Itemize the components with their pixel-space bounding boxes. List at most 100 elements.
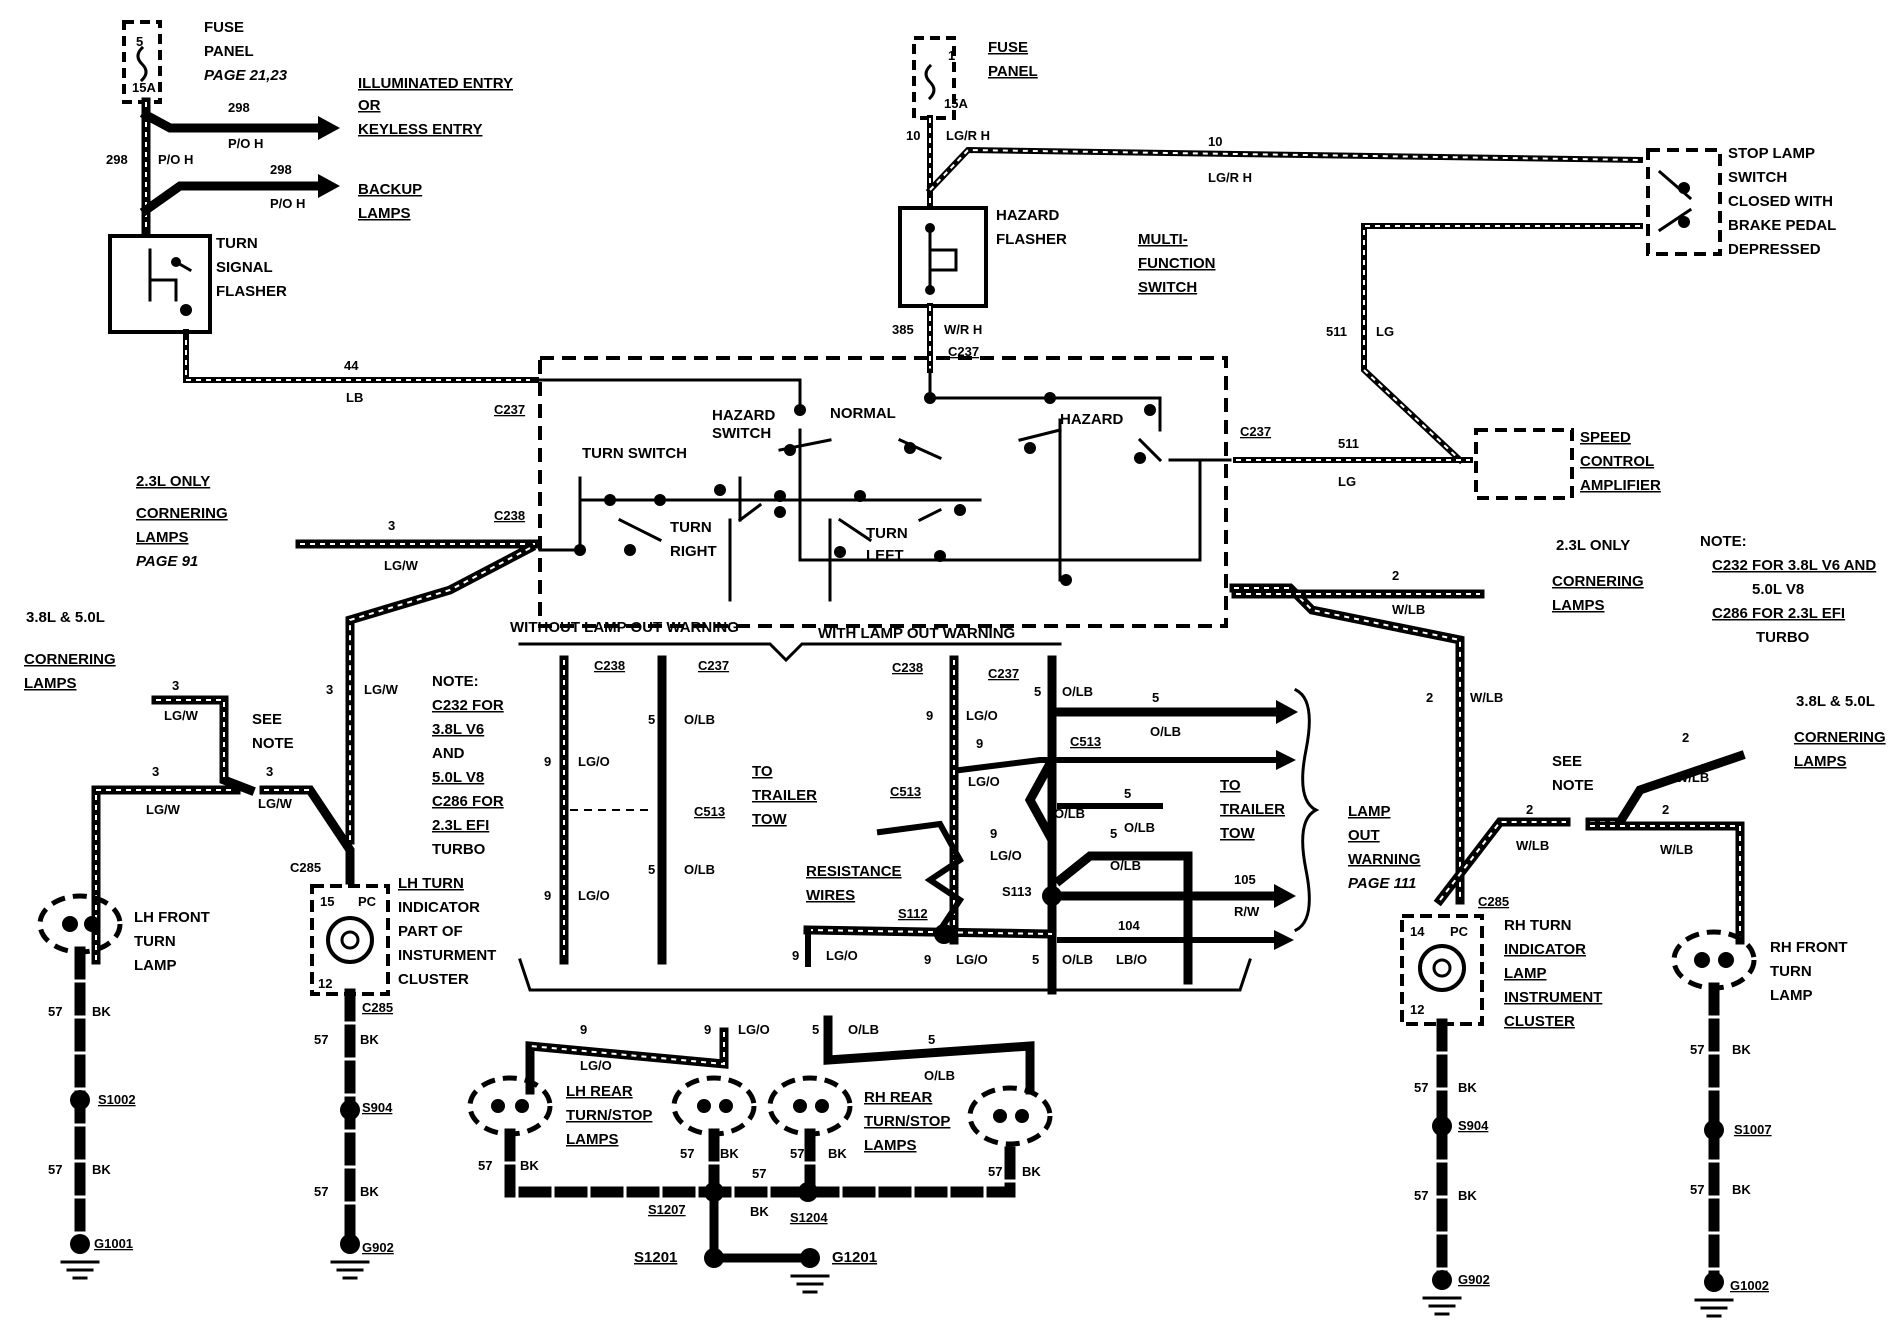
svg-text:5: 5 xyxy=(1124,786,1131,801)
svg-text:TURBO: TURBO xyxy=(1756,629,1810,646)
svg-text:HAZARD: HAZARD xyxy=(1060,411,1123,428)
svg-text:DEPRESSED: DEPRESSED xyxy=(1728,241,1821,258)
svg-text:SIGNAL: SIGNAL xyxy=(216,259,273,276)
svg-text:3: 3 xyxy=(266,764,273,779)
svg-text:LB/O: LB/O xyxy=(1116,952,1147,967)
svg-text:S113: S113 xyxy=(1002,884,1032,899)
svg-text:LG/O: LG/O xyxy=(968,774,1000,789)
svg-text:9: 9 xyxy=(976,736,983,751)
svg-text:C286 FOR: C286 FOR xyxy=(432,793,504,810)
svg-text:2: 2 xyxy=(1662,802,1669,817)
svg-text:C232 FOR: C232 FOR xyxy=(432,697,504,714)
svg-text:NORMAL: NORMAL xyxy=(830,405,896,422)
svg-text:298: 298 xyxy=(270,162,292,177)
svg-text:57: 57 xyxy=(48,1162,62,1177)
svg-text:BK: BK xyxy=(1022,1164,1041,1179)
svg-text:S1002: S1002 xyxy=(98,1092,136,1107)
svg-text:LG/W: LG/W xyxy=(384,558,419,573)
svg-text:G1201: G1201 xyxy=(832,1249,877,1266)
svg-text:LAMP: LAMP xyxy=(1348,803,1391,820)
svg-text:TURN SWITCH: TURN SWITCH xyxy=(582,445,687,462)
svg-text:LG/W: LG/W xyxy=(164,708,199,723)
svg-text:O/LB: O/LB xyxy=(1062,952,1093,967)
svg-text:O/LB: O/LB xyxy=(1124,820,1155,835)
svg-text:FLASHER: FLASHER xyxy=(996,231,1067,248)
svg-text:LG/W: LG/W xyxy=(364,682,399,697)
svg-text:TURBO: TURBO xyxy=(432,841,486,858)
svg-text:3.8L V6: 3.8L V6 xyxy=(432,721,484,738)
lamp-out-warning-label: LAMP OUT WARNING PAGE 111 xyxy=(1348,803,1421,892)
svg-text:LAMPS: LAMPS xyxy=(566,1131,619,1148)
svg-text:NOTE:: NOTE: xyxy=(1700,533,1747,550)
svg-text:511: 511 xyxy=(1326,324,1347,339)
svg-text:10: 10 xyxy=(906,128,920,143)
svg-text:R/W: R/W xyxy=(1234,904,1260,919)
svg-text:5: 5 xyxy=(648,862,655,877)
svg-text:9: 9 xyxy=(544,754,551,769)
svg-text:LAMP: LAMP xyxy=(134,957,177,974)
svg-text:CORNERING: CORNERING xyxy=(1794,729,1886,746)
svg-text:SEE: SEE xyxy=(1552,753,1582,770)
svg-text:P/O H: P/O H xyxy=(228,136,263,151)
svg-text:LG/O: LG/O xyxy=(578,888,610,903)
hazard-flasher: HAZARD FLASHER xyxy=(898,206,1067,308)
fuse-panel-rh: 1 15A FUSE PANEL xyxy=(912,36,1038,120)
svg-text:5: 5 xyxy=(1032,952,1039,967)
svg-text:FUSE: FUSE xyxy=(988,39,1028,56)
svg-text:O/LB: O/LB xyxy=(848,1022,879,1037)
svg-text:105: 105 xyxy=(1234,872,1256,887)
svg-text:ILLUMINATED ENTRY: ILLUMINATED ENTRY xyxy=(358,75,513,92)
svg-text:INDICATOR: INDICATOR xyxy=(398,899,480,916)
turn-signal-flasher: TURN SIGNAL FLASHER xyxy=(108,234,287,334)
svg-text:SPEED: SPEED xyxy=(1580,429,1631,446)
svg-text:LAMPS: LAMPS xyxy=(864,1137,917,1154)
svg-text:9: 9 xyxy=(580,1022,587,1037)
svg-text:W/R H: W/R H xyxy=(944,322,982,337)
svg-text:BK: BK xyxy=(1732,1042,1751,1057)
svg-text:O/LB: O/LB xyxy=(1150,724,1181,739)
svg-text:3.8L & 5.0L: 3.8L & 5.0L xyxy=(1796,693,1875,710)
svg-text:INSTURMENT: INSTURMENT xyxy=(398,947,496,964)
svg-text:CLOSED WITH: CLOSED WITH xyxy=(1728,193,1833,210)
svg-text:TRAILER: TRAILER xyxy=(752,787,817,804)
svg-text:C238: C238 xyxy=(892,660,923,675)
svg-text:5: 5 xyxy=(648,712,655,727)
svg-text:9: 9 xyxy=(924,952,931,967)
svg-text:298: 298 xyxy=(106,152,128,167)
svg-text:57: 57 xyxy=(478,1158,492,1173)
svg-text:LG/O: LG/O xyxy=(580,1058,612,1073)
svg-text:BRAKE PEDAL: BRAKE PEDAL xyxy=(1728,217,1836,234)
svg-text:RH FRONT: RH FRONT xyxy=(1770,939,1848,956)
svg-text:LAMPS: LAMPS xyxy=(24,675,77,692)
svg-text:2: 2 xyxy=(1392,568,1399,583)
svg-text:LG: LG xyxy=(1376,324,1394,339)
svg-text:57: 57 xyxy=(1414,1188,1428,1203)
svg-text:W/LB: W/LB xyxy=(1660,842,1693,857)
svg-text:G1001: G1001 xyxy=(94,1236,133,1251)
trailer-tow-label-2: TO TRAILER TOW xyxy=(1220,777,1285,842)
cornering-note-lh-38: 3.8L & 5.0L CORNERING LAMPS xyxy=(24,609,116,692)
rh-front-turn-lamp: RH FRONT TURN LAMP xyxy=(1671,929,1848,1004)
trailer-tow-label-1: TO TRAILER TOW xyxy=(752,763,817,828)
svg-text:C237: C237 xyxy=(988,666,1019,681)
speed-control-amplifier: SPEED CONTROL AMPLIFIER xyxy=(1474,428,1661,500)
svg-text:AND: AND xyxy=(432,745,465,762)
svg-text:TURN: TURN xyxy=(134,933,176,950)
svg-text:57: 57 xyxy=(752,1166,766,1181)
svg-text:C513: C513 xyxy=(890,784,921,799)
svg-text:LH TURN: LH TURN xyxy=(398,875,464,892)
svg-text:LAMPS: LAMPS xyxy=(358,205,411,222)
svg-text:W/LB: W/LB xyxy=(1516,838,1549,853)
svg-text:BK: BK xyxy=(360,1032,379,1047)
svg-text:W/LB: W/LB xyxy=(1392,602,1425,617)
svg-text:3: 3 xyxy=(172,678,179,693)
svg-text:298: 298 xyxy=(228,100,250,115)
svg-text:1: 1 xyxy=(948,48,955,63)
svg-text:2.3L ONLY: 2.3L ONLY xyxy=(1556,537,1630,554)
svg-text:LG/O: LG/O xyxy=(990,848,1022,863)
svg-text:9: 9 xyxy=(792,948,799,963)
svg-text:9: 9 xyxy=(990,826,997,841)
svg-text:LAMPS: LAMPS xyxy=(1552,597,1605,614)
svg-text:C513: C513 xyxy=(1070,734,1101,749)
svg-text:511: 511 xyxy=(1338,436,1359,451)
